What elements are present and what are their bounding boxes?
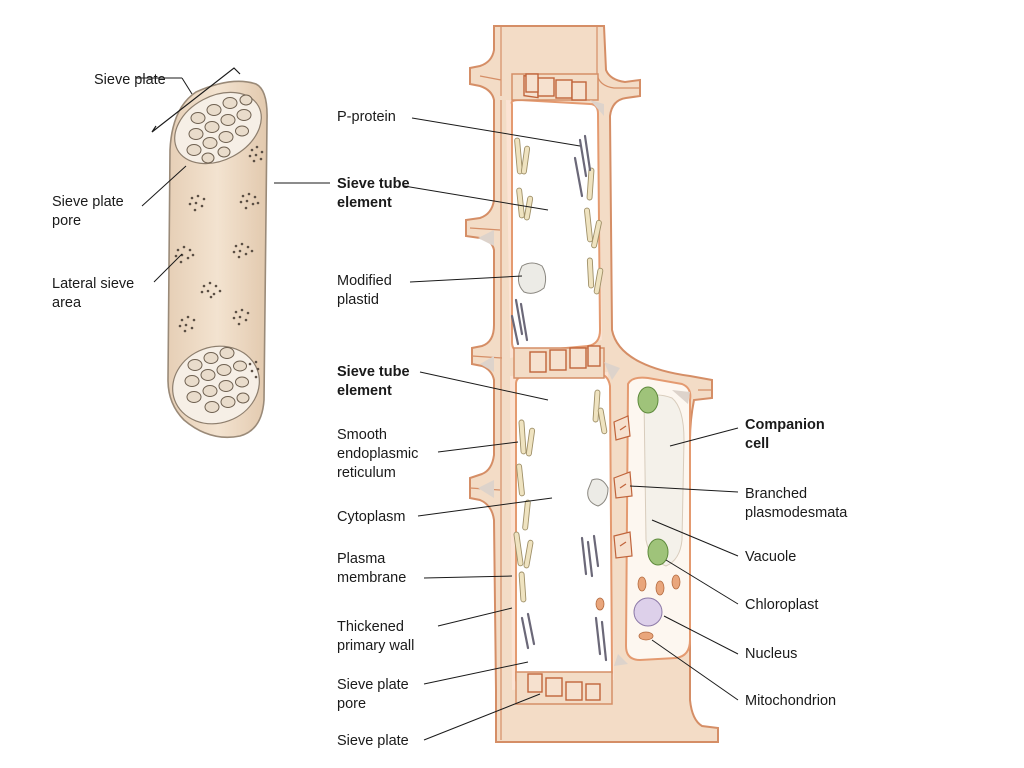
- label-companion-cell: Companion cell: [745, 417, 829, 452]
- label-lateral-sieve-area: Lateral sieve area: [52, 276, 138, 311]
- nucleus: [633, 597, 663, 627]
- modified-plastids: [518, 262, 609, 507]
- label-p-protein: P-protein: [337, 109, 396, 125]
- label-sieve-tube-element-1: Sieve tube element: [337, 176, 414, 211]
- chloroplast-upper: [637, 386, 659, 414]
- label-mitochondrion: Mitochondrion: [745, 693, 836, 709]
- label-sieve-plate-top: Sieve plate: [94, 72, 166, 88]
- label-sieve-plate-pore-bottom: Sieve plate pore: [337, 677, 413, 712]
- lateral-sieve-areas: [174, 145, 264, 379]
- label-smooth-er: Smooth endoplasmic reticulum: [337, 427, 422, 481]
- label-sieve-plate-bottom: Sieve plate: [337, 733, 409, 749]
- wall-junctions: [478, 100, 690, 666]
- upper-sieve-plate: [511, 73, 599, 101]
- label-vacuole: Vacuole: [745, 549, 796, 565]
- labels: Sieve plate Sieve plate pore Lateral sie…: [52, 72, 848, 749]
- smooth-er: [513, 137, 608, 603]
- chloroplast-lower: [647, 538, 669, 566]
- isolated-sieve-tube-element: [151, 67, 268, 439]
- lower-sieve-plate: [515, 671, 613, 705]
- label-modified-plastid: Modified plastid: [337, 273, 396, 308]
- branched-plasmodesmata: [613, 415, 633, 559]
- top-sieve-plate-pores: [186, 94, 253, 164]
- companion-vacuole: [643, 394, 685, 567]
- tube-body: [167, 80, 268, 439]
- label-sieve-plate-pore-left: Sieve plate pore: [52, 194, 128, 229]
- label-sieve-tube-element-2: Sieve tube element: [337, 364, 414, 399]
- longitudinal-section: [465, 25, 719, 743]
- middle-sieve-plate: [513, 345, 605, 379]
- label-cytoplasm: Cytoplasm: [337, 509, 406, 525]
- sieve-plate-bracket: [151, 67, 241, 133]
- label-thickened-primary-wall: Thickened primary wall: [337, 619, 414, 654]
- mitochondria: [595, 574, 681, 641]
- companion-organelles: [595, 386, 681, 641]
- label-branched-plasmodesmata: Branched plasmodesmata: [745, 486, 848, 521]
- bottom-sieve-plate-pores: [184, 347, 250, 413]
- p-protein: [510, 134, 608, 662]
- label-nucleus: Nucleus: [745, 646, 797, 662]
- leader-lines: [136, 77, 739, 741]
- label-chloroplast: Chloroplast: [745, 597, 818, 613]
- label-plasma-membrane: Plasma membrane: [337, 551, 406, 586]
